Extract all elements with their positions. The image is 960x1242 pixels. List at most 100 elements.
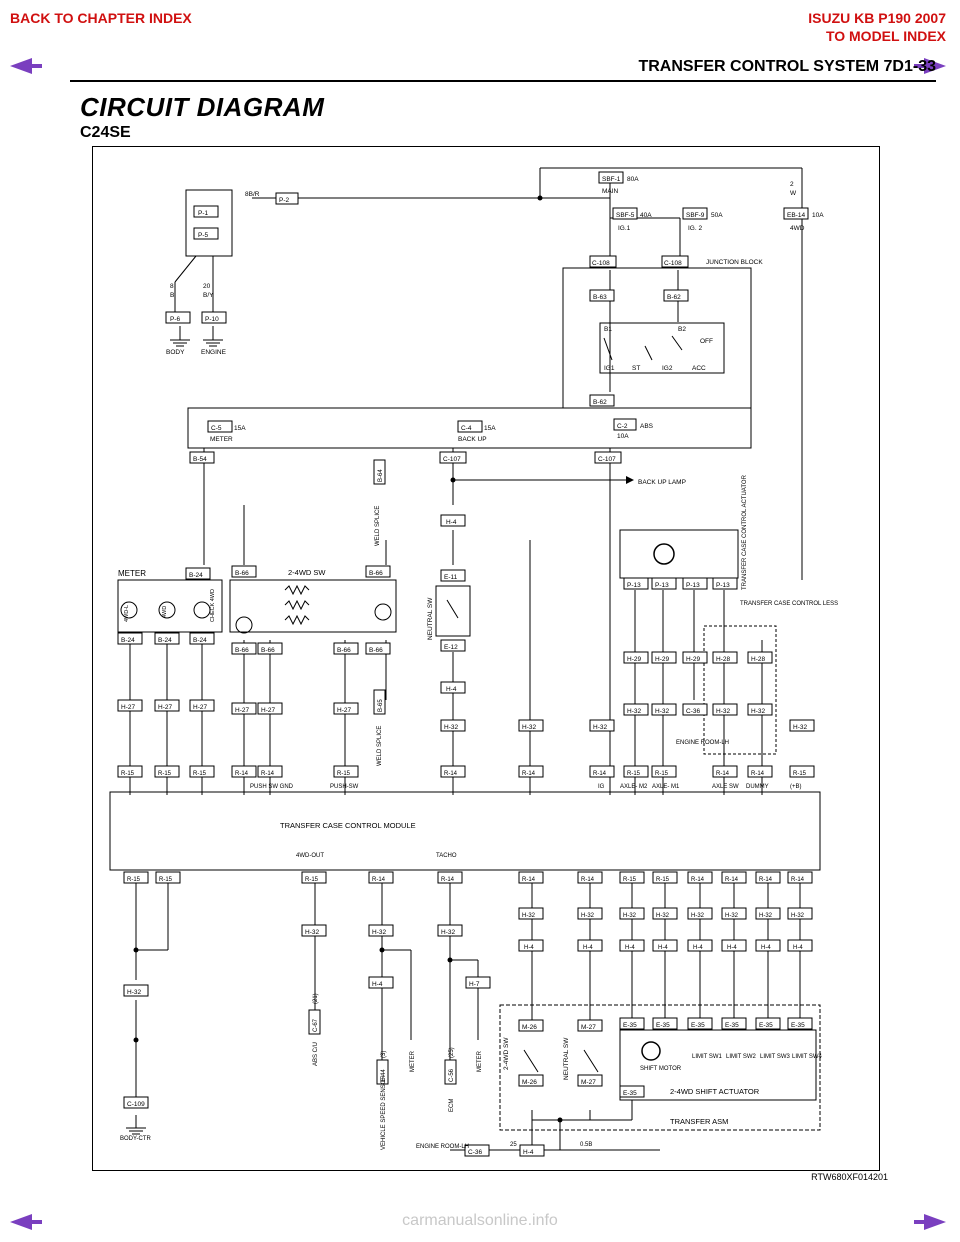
svg-text:H-4: H-4	[658, 945, 668, 951]
h32-e: H-32	[655, 708, 669, 715]
engine-room-lh-a: ENGINE ROOM-LH	[676, 740, 729, 746]
e11-label: E-11	[444, 574, 458, 581]
e35-b: E-35	[656, 1022, 670, 1029]
sbf1-label: SBF-1	[602, 176, 621, 183]
b54-label: B-54	[193, 456, 207, 463]
brand-link[interactable]: ISUZU KB P190 2007	[808, 10, 946, 26]
svg-text:R-14: R-14	[691, 877, 705, 883]
h4-bottom: H-4	[523, 1149, 534, 1156]
tccl-label: TRANSFER CASE CONTROL LESS	[740, 601, 838, 607]
c2-amp: 10A	[617, 433, 629, 440]
h32-a: H-32	[444, 724, 458, 731]
svg-text:R-15: R-15	[627, 771, 641, 777]
axle-m1-label: AXLE- M1	[652, 784, 680, 790]
h32-d: H-32	[627, 708, 641, 715]
sbf5-label: SBF-5	[616, 212, 635, 219]
h32-b: H-32	[522, 724, 536, 731]
h4-c: H-4	[372, 981, 383, 988]
svg-text:R-14: R-14	[235, 771, 249, 777]
shift-actuator-label: 2-4WD SHIFT ACTUATOR	[670, 1087, 760, 1096]
svg-text:H-32: H-32	[759, 913, 773, 919]
meter-title: METER	[118, 569, 146, 578]
c5-label: C-5	[211, 425, 222, 432]
c107-right: C-107	[598, 456, 616, 463]
h27-a: H-27	[121, 704, 135, 711]
ig2-switch-label: IG2	[662, 365, 673, 372]
svg-text:H-32: H-32	[623, 913, 637, 919]
h27-d: H-27	[235, 707, 249, 714]
svg-text:H-4: H-4	[761, 945, 771, 951]
e44-label: E-44	[381, 1069, 387, 1082]
2-4wd-sw-title: 2-4WD SW	[288, 568, 326, 577]
b66-d: B-66	[369, 647, 383, 654]
neutral-sw-vertical: NEUTRAL SW	[563, 1037, 570, 1080]
footer-previous-arrow-icon[interactable]	[8, 1212, 44, 1232]
svg-text:R-15: R-15	[193, 771, 207, 777]
b24-a: B-24	[121, 637, 135, 644]
svg-text:R-14: R-14	[716, 771, 730, 777]
b24-b: B-24	[158, 637, 172, 644]
body-ground: BODY	[166, 349, 185, 356]
back-to-chapter-index-link[interactable]: BACK TO CHAPTER INDEX	[10, 10, 192, 26]
previous-page-arrow-icon[interactable]	[8, 56, 44, 76]
sbf9-label: SBF-9	[686, 212, 705, 219]
diagram-frame	[92, 146, 880, 1171]
b24-c: B-24	[193, 637, 207, 644]
m26-bottom: M-26	[522, 1079, 537, 1086]
next-page-arrow-icon[interactable]	[912, 56, 948, 76]
dummy-label: DUMMY	[746, 784, 769, 790]
page-title: CIRCUIT DIAGRAM	[80, 92, 325, 122]
svg-text:R-15: R-15	[159, 877, 173, 883]
svg-text:R-14: R-14	[444, 771, 458, 777]
axle-m2-label: AXLE- M2	[620, 784, 648, 790]
off-label: OFF	[700, 338, 713, 345]
h32-k: H-32	[372, 929, 386, 936]
c109-label: C-109	[127, 1101, 145, 1108]
b63-label: B-63	[593, 294, 607, 301]
svg-text:R-15: R-15	[655, 771, 669, 777]
to-model-index-link[interactable]: TO MODEL INDEX	[825, 28, 946, 44]
svg-text:H-4: H-4	[583, 945, 593, 951]
c36-bottom: C-36	[468, 1149, 482, 1156]
4wd-out-label: 4WD-OUT	[296, 853, 324, 859]
b24-top: B-24	[189, 572, 203, 579]
b2-label: B2	[678, 326, 686, 333]
svg-text:H-4: H-4	[625, 945, 635, 951]
diagram-reference-code: RTW680XF014201	[811, 1172, 888, 1182]
h27-e: H-27	[261, 707, 275, 714]
pin-25: 25	[510, 1142, 517, 1148]
svg-text:R-15: R-15	[793, 771, 807, 777]
h32-l: H-32	[441, 929, 455, 936]
c67-pin: (21)	[313, 993, 319, 1004]
body-ctr-label: BODY-CTR	[120, 1136, 151, 1142]
tcca-label: TRANSFER CASE CONTROL ACTUATOR	[742, 474, 748, 590]
weld-splice-top: WELD SPLICE	[375, 506, 381, 546]
check-4wd-label: CHECK 4WD	[210, 589, 216, 622]
2-4wd-sw-vertical: 2-4WD SW	[503, 1037, 510, 1070]
svg-text:H-32: H-32	[725, 913, 739, 919]
ig-pin-label: IG	[598, 784, 605, 790]
svg-text:R-14: R-14	[441, 877, 455, 883]
abs-cu-label: ABS C/U	[313, 1042, 319, 1066]
engine-room-lh-b: ENGINE ROOM-LH	[416, 1144, 469, 1150]
svg-text:H-32: H-32	[522, 913, 536, 919]
tccm-title: TRANSFER CASE CONTROL MODULE	[280, 821, 416, 830]
transfer-asm-label: TRANSFER ASM	[670, 1117, 728, 1126]
h29-a: H-29	[627, 656, 641, 663]
svg-text:R-14: R-14	[581, 877, 595, 883]
4wd-fuse-label: 4WD	[790, 225, 805, 232]
c2-label: C-2	[617, 423, 628, 430]
ecm-label: ECM	[449, 1099, 455, 1112]
svg-text:R-15: R-15	[305, 877, 319, 883]
h28-b: H-28	[751, 656, 765, 663]
footer-next-arrow-icon[interactable]	[912, 1212, 948, 1232]
h27-b: H-27	[158, 704, 172, 711]
wire-b: B	[170, 292, 174, 299]
svg-text:H-32: H-32	[691, 913, 705, 919]
limit-sw1-label: LIMIT SW1	[692, 1054, 723, 1060]
plus-b-label: (+B)	[790, 784, 802, 790]
h4-a: H-4	[446, 519, 457, 526]
wire-20: 20	[203, 283, 211, 290]
svg-text:H-32: H-32	[656, 913, 670, 919]
c4-amp: 15A	[484, 425, 496, 432]
